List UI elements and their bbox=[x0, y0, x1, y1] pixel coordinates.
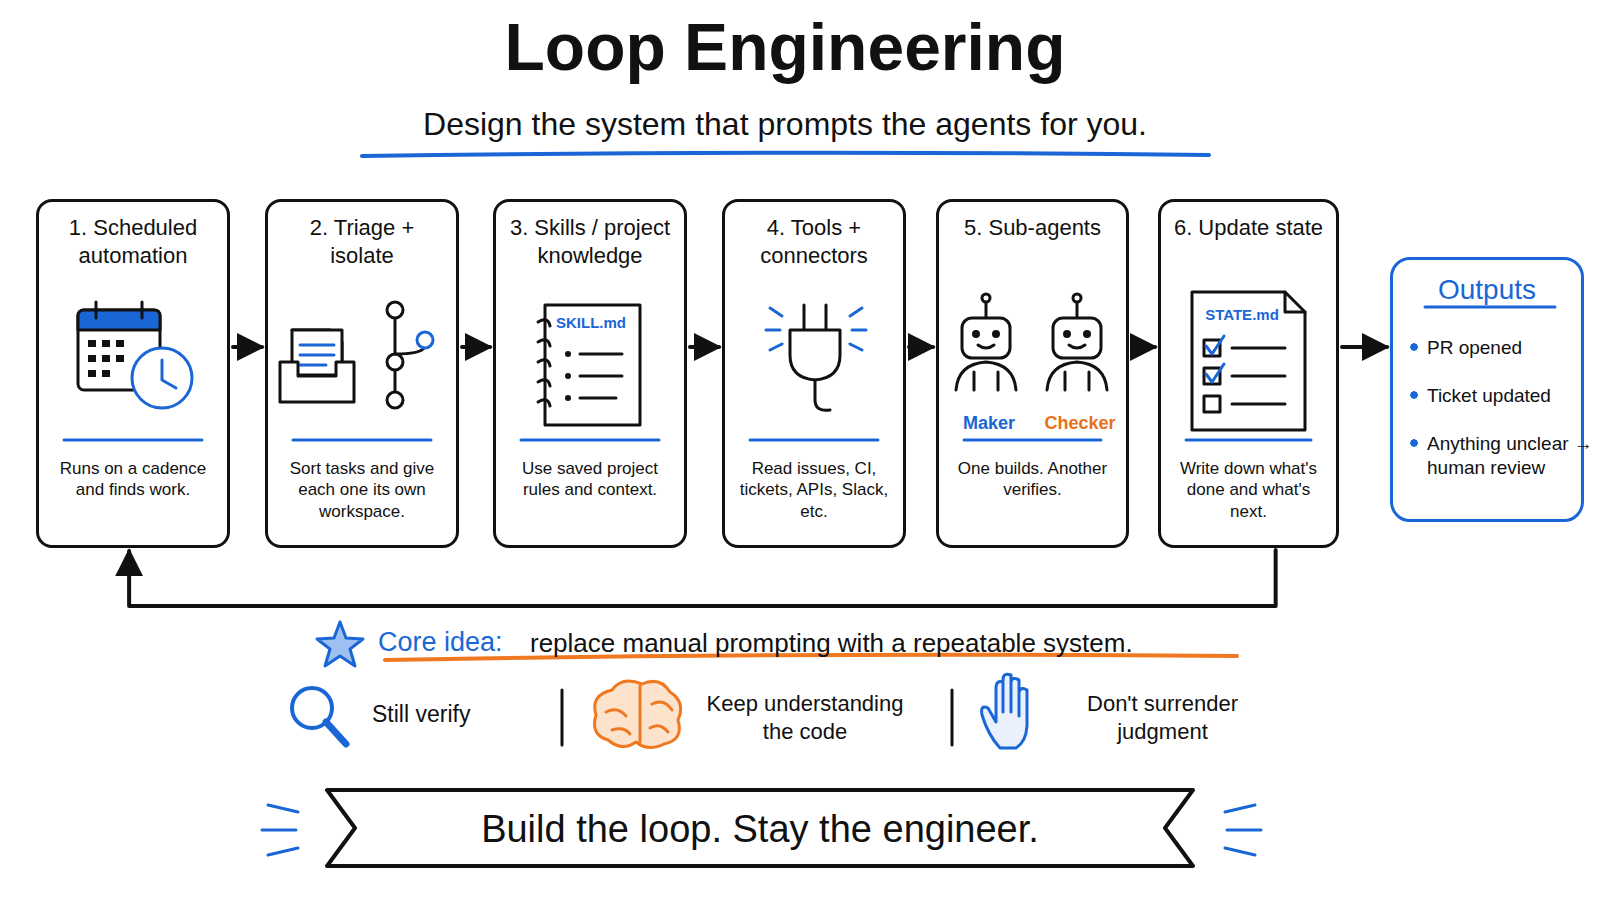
step-box: 4. Tools + connectorsRead issues, CI, ti… bbox=[722, 199, 906, 548]
flow-arrow bbox=[233, 345, 262, 349]
flow-arrow bbox=[1342, 345, 1387, 349]
box-heading: 1. Scheduled automation bbox=[47, 214, 219, 269]
flow-arrow bbox=[1132, 345, 1155, 349]
box-body: Read issues, CI, tickets, APIs, Slack, e… bbox=[733, 458, 895, 522]
loop-back-arrow bbox=[129, 550, 1276, 606]
principle-text: Still verify bbox=[372, 700, 542, 729]
box-text: STATE.md bbox=[1201, 306, 1283, 325]
box-text: PR opened bbox=[1409, 336, 1593, 360]
core-idea-heading: Core idea: bbox=[378, 626, 518, 660]
box-heading: 6. Update state bbox=[1169, 214, 1328, 242]
flow-arrow bbox=[462, 345, 490, 349]
box-body: Write down what's done and what's next. bbox=[1169, 458, 1328, 522]
box-heading: 2. Triage + isolate bbox=[276, 214, 448, 269]
box-heading: 3. Skills / project knowledge bbox=[502, 214, 678, 269]
box-text: Ticket updated bbox=[1409, 384, 1593, 408]
box-text: Maker bbox=[941, 412, 1037, 435]
principle-text: Keep understanding the code bbox=[690, 690, 920, 745]
box-heading: 5. Sub-agents bbox=[947, 214, 1118, 242]
box-body: Runs on a cadence and finds work. bbox=[47, 458, 219, 501]
principle-text: Don't surrender judgment bbox=[1045, 690, 1280, 745]
title: Loop Engineering bbox=[285, 6, 1285, 89]
step-box: 3. Skills / project knowledgeSKILL.mdUse… bbox=[493, 199, 687, 548]
box-body: Anything unclear → human review bbox=[1409, 432, 1593, 480]
outputs-box: OutputsPR openedTicket updatedAnything u… bbox=[1390, 257, 1584, 522]
flow-arrow bbox=[690, 345, 719, 349]
subtitle: Design the system that prompts the agent… bbox=[285, 104, 1285, 144]
box-text: Checker bbox=[1035, 412, 1125, 435]
box-body: Use saved project rules and context. bbox=[504, 458, 676, 501]
flow-arrow bbox=[909, 345, 933, 349]
step-box: 5. Sub-agentsMakerCheckerOne builds. Ano… bbox=[936, 199, 1129, 548]
box-body: Sort tasks and give each one its own wor… bbox=[276, 458, 448, 522]
step-box: 6. Update stateSTATE.mdWrite down what's… bbox=[1158, 199, 1339, 548]
step-box: 1. Scheduled automationRuns on a cadence… bbox=[36, 199, 230, 548]
core-idea-text: replace manual prompting with a repeatab… bbox=[530, 627, 1250, 660]
banner-text: Build the loop. Stay the engineer. bbox=[360, 806, 1160, 854]
step-box: 2. Triage + isolateSort tasks and give e… bbox=[265, 199, 459, 548]
box-heading: 4. Tools + connectors bbox=[733, 214, 895, 269]
box-body: One builds. Another verifies. bbox=[947, 458, 1118, 501]
box-text: SKILL.md bbox=[556, 314, 642, 333]
box-heading: Outputs bbox=[1401, 272, 1573, 307]
